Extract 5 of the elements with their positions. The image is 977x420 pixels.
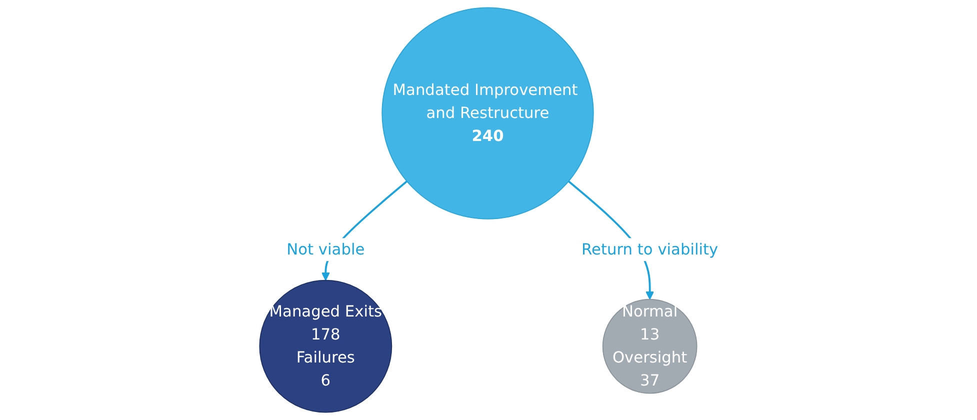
node-circle: Managed Exits 178 Failures 6 [258, 280, 392, 413]
edge-label: Return to viability [581, 240, 718, 258]
node-circle: Normal 13 Oversight 37 [602, 298, 697, 394]
node-circle: Mandated Improvement and Restructure 240 [381, 7, 594, 220]
edge-label: Not viable [286, 240, 364, 258]
